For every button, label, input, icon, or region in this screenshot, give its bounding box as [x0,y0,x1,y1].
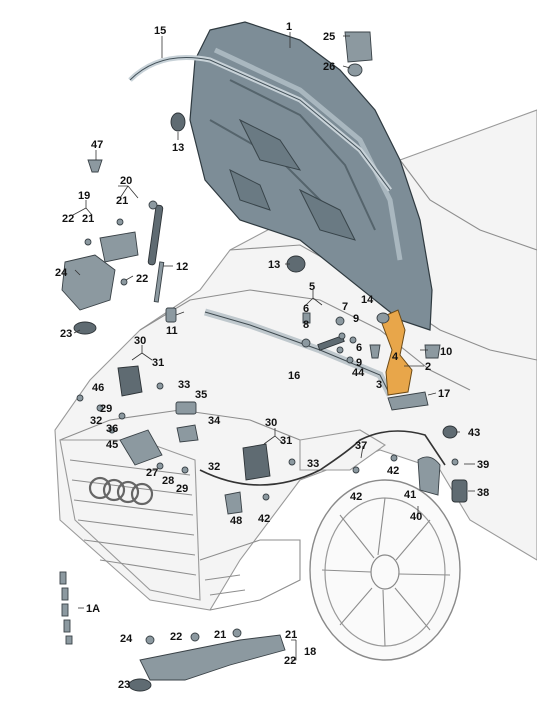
fastener-group-5[interactable] [301,312,357,364]
callout-25: 25 [323,31,335,43]
callout-21d: 21 [285,629,297,641]
callout-46: 46 [92,382,104,394]
callout-30b: 30 [265,417,277,429]
callout-44: 44 [352,367,365,379]
callout-45: 45 [106,439,118,451]
callout-39: 39 [477,459,489,471]
callout-17: 17 [438,388,450,400]
callout-36: 36 [106,423,118,435]
release-handle[interactable] [417,456,468,503]
callout-34: 34 [208,415,221,427]
rubber-buffer-13a[interactable] [170,112,186,132]
callout-40: 40 [410,511,422,523]
callout-29b: 29 [176,483,188,495]
bracket-25[interactable] [344,31,373,63]
callout-21b: 21 [82,213,94,225]
callout-23b: 23 [118,679,130,691]
lower-hinge-assembly[interactable] [128,628,286,692]
callout-20: 20 [120,175,132,187]
callout-11: 11 [166,325,178,337]
callout-33b: 33 [307,458,319,470]
callout-42c: 42 [258,513,270,525]
release-cable[interactable] [199,430,446,486]
cap-47[interactable] [87,159,103,173]
callout-43: 43 [468,427,480,439]
callout-8: 8 [303,319,309,331]
callout-31a: 31 [152,357,164,369]
ball-stud-11[interactable] [165,307,177,323]
callout-1: 1 [286,21,292,33]
callout-3: 3 [376,379,382,391]
callout-4: 4 [392,351,399,363]
callout-14: 14 [361,294,374,306]
callout-42a: 42 [387,465,399,477]
callout-22b: 22 [136,273,148,285]
callout-9b: 9 [356,357,362,369]
hood-seal[interactable] [128,55,392,192]
latch-assembly-right[interactable] [224,443,271,515]
headlight-right [299,429,387,471]
callout-13a: 13 [172,142,184,154]
front-grille [59,439,201,601]
callout-27: 27 [146,467,158,479]
front-wheel [309,479,461,661]
lock-bracket-17[interactable] [387,391,429,411]
small-fasteners[interactable] [76,218,459,501]
callout-32a: 32 [90,415,102,427]
latch-assembly-left[interactable] [117,365,199,466]
gas-strut[interactable] [147,200,165,303]
callout-33a: 33 [178,379,190,391]
callout-35: 35 [195,389,207,401]
rings-logo [88,476,154,506]
bolt-set-1A[interactable] [59,571,73,645]
part-10[interactable] [424,344,441,359]
callout-32b: 32 [208,461,220,473]
callout-21a: 21 [116,195,128,207]
callout-6a: 6 [303,303,309,315]
callout-22c: 22 [170,631,182,643]
callout-labels: 1 2 3 4 5 6 6 7 8 9 9 10 11 12 13 13 14 … [55,21,489,691]
callout-31b: 31 [280,435,292,447]
callout-42b: 42 [350,491,362,503]
callout-30a: 30 [134,335,146,347]
callout-28: 28 [162,475,174,487]
callout-6b: 6 [356,342,362,354]
callout-26: 26 [323,61,335,73]
callout-9a: 9 [353,313,359,325]
hood-lock[interactable] [379,309,413,396]
callout-1A: 1A [86,603,100,615]
callout-23a: 23 [60,328,72,340]
callout-12: 12 [176,261,188,273]
part-4[interactable] [369,344,381,359]
callout-5: 5 [309,281,315,293]
callout-7: 7 [342,301,348,313]
callout-15: 15 [154,25,166,37]
grommet-43[interactable] [442,425,458,439]
callout-16: 16 [288,370,300,382]
callout-24a: 24 [55,267,68,279]
leader-lines [72,32,475,661]
callout-38: 38 [477,487,489,499]
callout-19: 19 [78,190,90,202]
callout-47: 47 [91,139,103,151]
callout-18: 18 [304,646,316,658]
hood-panel[interactable] [189,21,433,331]
callout-41: 41 [404,489,416,501]
callout-24b: 24 [120,633,133,645]
lower-bumper [199,539,301,611]
part-14[interactable] [376,312,390,324]
callout-22d: 22 [284,655,296,667]
callout-13b: 13 [268,259,280,271]
callout-10: 10 [440,346,452,358]
callout-37: 37 [355,440,367,452]
callout-48: 48 [230,515,242,527]
clip-26[interactable] [347,63,363,77]
hinge-left[interactable] [61,231,139,335]
callout-22a: 22 [62,213,74,225]
callout-2: 2 [425,361,431,373]
callout-21c: 21 [214,629,226,641]
callout-29a: 29 [100,403,112,415]
